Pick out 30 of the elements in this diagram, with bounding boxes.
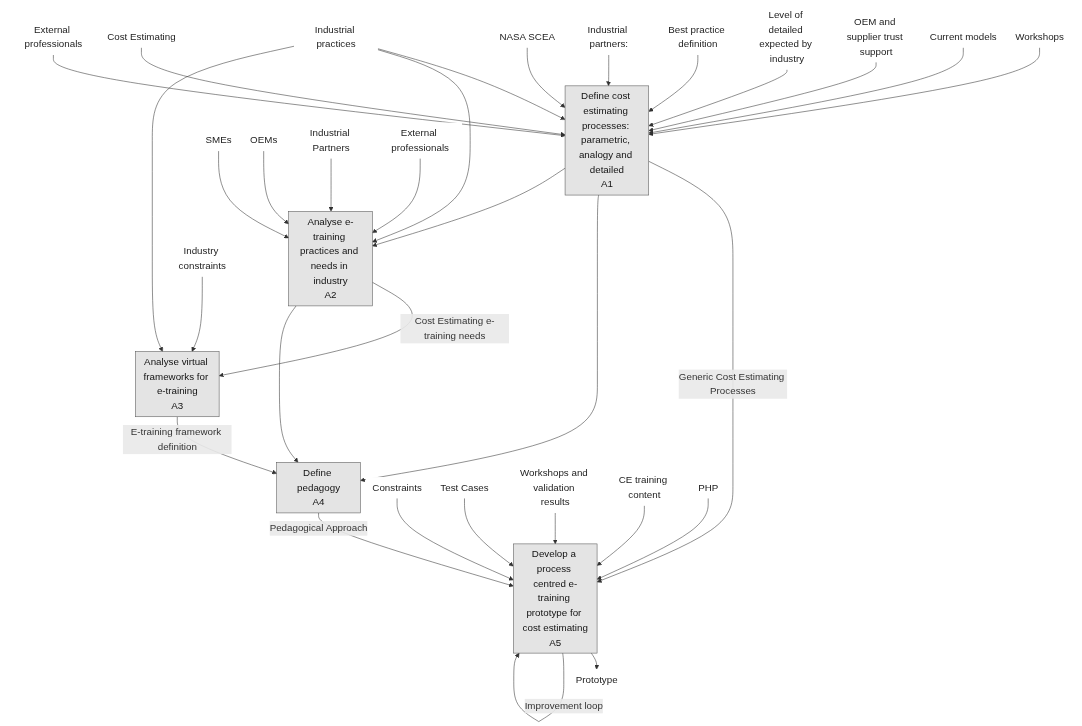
edge-label: Cost Estimating e-training needs bbox=[414, 315, 495, 342]
node-text: Best practice definition bbox=[668, 23, 725, 50]
edge-label: Improvement loop bbox=[524, 700, 603, 712]
node-box: Define pedagogy A4 bbox=[276, 462, 361, 514]
node-box: Define cost estimating processes: parametric, analogy and detailed A1 bbox=[564, 85, 649, 196]
node-box: Analyse virtual frameworks for e-training A3 bbox=[135, 351, 220, 417]
node-text: OEM and supplier trust support bbox=[846, 16, 903, 57]
edge-label: E-training framework definition bbox=[130, 426, 222, 453]
node-text: External professionals bbox=[391, 127, 449, 153]
node-text: Level of detailed expected by industry bbox=[759, 9, 812, 65]
node-text: PHP bbox=[698, 481, 719, 493]
node-text: Workshops and validation results bbox=[519, 467, 588, 508]
node-text: Test Cases bbox=[440, 481, 489, 493]
node-box: Analyse e-training practices and needs in industry A2 bbox=[288, 211, 373, 307]
node-text: Cost Estimating bbox=[107, 31, 176, 43]
edge-label: Generic Cost Estimating Processes bbox=[678, 371, 785, 397]
node-text: Prototype bbox=[575, 674, 618, 686]
node-text: Current models bbox=[929, 31, 997, 43]
node-text: CE training content bbox=[618, 474, 668, 501]
node-text: Industrial partners: bbox=[587, 23, 629, 50]
node-box: Develop a process centred e-training prototype for cost estimating A5 bbox=[513, 543, 598, 654]
node-text: OEMs bbox=[250, 134, 278, 146]
edge-label: Pedagogical Approach bbox=[269, 522, 368, 534]
node-text: SMEs bbox=[205, 134, 232, 146]
node-text: External professionals bbox=[24, 23, 83, 50]
node-text: Workshops bbox=[1015, 31, 1064, 43]
node-text: Industrial practices bbox=[314, 23, 356, 50]
node-text: NASA SCEA bbox=[499, 31, 555, 43]
node-text: Industry constraints bbox=[178, 245, 226, 272]
node-text: Industrial Partners bbox=[309, 127, 350, 153]
